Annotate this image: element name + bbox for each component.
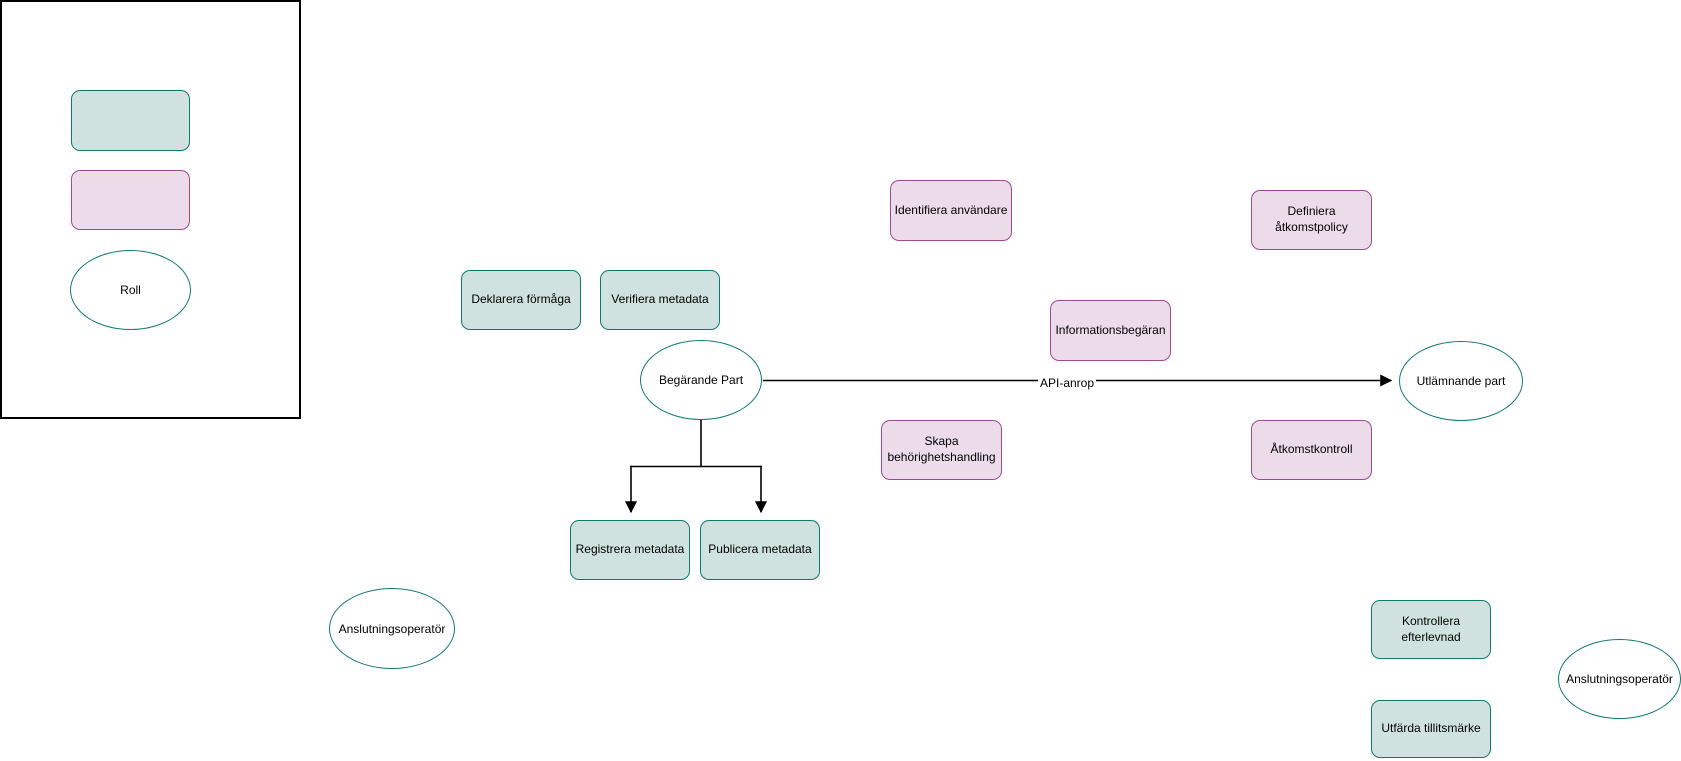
- node-utfarda-tillitsmarke[interactable]: Utfärda tillitsmärke: [1371, 700, 1491, 758]
- node-label: Kontrollera efterlevnad: [1401, 613, 1461, 644]
- node-label: Verifiera metadata: [611, 292, 709, 307]
- node-identifiera-anvandare[interactable]: Identifiera användare: [890, 180, 1012, 241]
- legend-role-ellipse[interactable]: Roll: [70, 250, 191, 330]
- node-publicera-metadata[interactable]: Publicera metadata: [700, 520, 820, 580]
- role-label: Utlämnande part: [1416, 374, 1506, 388]
- legend-capability-swatch[interactable]: [71, 90, 190, 151]
- node-label: Publicera metadata: [708, 542, 812, 557]
- node-label: Definiera åtkomstpolicy: [1275, 204, 1348, 234]
- role-begarande-part[interactable]: Begärande Part: [640, 340, 762, 420]
- node-label: Deklarera förmåga: [471, 292, 571, 307]
- role-anslutningsoperator-hoger[interactable]: Anslutningsoperatör: [1558, 639, 1681, 719]
- legend-process-swatch[interactable]: [71, 170, 190, 230]
- node-registrera-metadata[interactable]: Registrera metadata: [570, 520, 690, 580]
- role-utlamnande-part[interactable]: Utlämnande part: [1399, 341, 1523, 421]
- node-label: Identifiera användare: [894, 202, 1008, 217]
- legend-role-label: Roll: [120, 283, 141, 297]
- node-label: Skapa behörighetshandling: [887, 434, 996, 464]
- node-definiera-atkomstpolicy[interactable]: Definiera åtkomstpolicy: [1251, 190, 1372, 250]
- node-kontrollera-efterlevnad[interactable]: Kontrollera efterlevnad: [1371, 600, 1491, 659]
- role-label: Anslutningsoperatör: [1566, 672, 1673, 686]
- node-skapa-behorighetshandling[interactable]: Skapa behörighetshandling: [881, 420, 1002, 480]
- node-verifiera-metadata[interactable]: Verifiera metadata: [600, 270, 720, 330]
- edge-label-api-anrop[interactable]: API-anrop: [1037, 376, 1097, 390]
- role-label: Anslutningsoperatör: [338, 621, 446, 636]
- role-anslutningsoperator-vanster[interactable]: Anslutningsoperatör: [329, 588, 455, 669]
- node-label: Åtkomstkontroll: [1270, 442, 1353, 457]
- node-informationsbegaran[interactable]: Informationsbegäran: [1050, 300, 1171, 361]
- node-label: Informationsbegäran: [1055, 322, 1166, 337]
- node-atkomstkontroll[interactable]: Åtkomstkontroll: [1251, 420, 1372, 480]
- role-label: Begärande Part: [658, 373, 744, 387]
- node-label: Utfärda tillitsmärke: [1381, 721, 1481, 736]
- node-label: Registrera metadata: [575, 542, 685, 557]
- node-deklarera-formaga[interactable]: Deklarera förmåga: [461, 270, 581, 330]
